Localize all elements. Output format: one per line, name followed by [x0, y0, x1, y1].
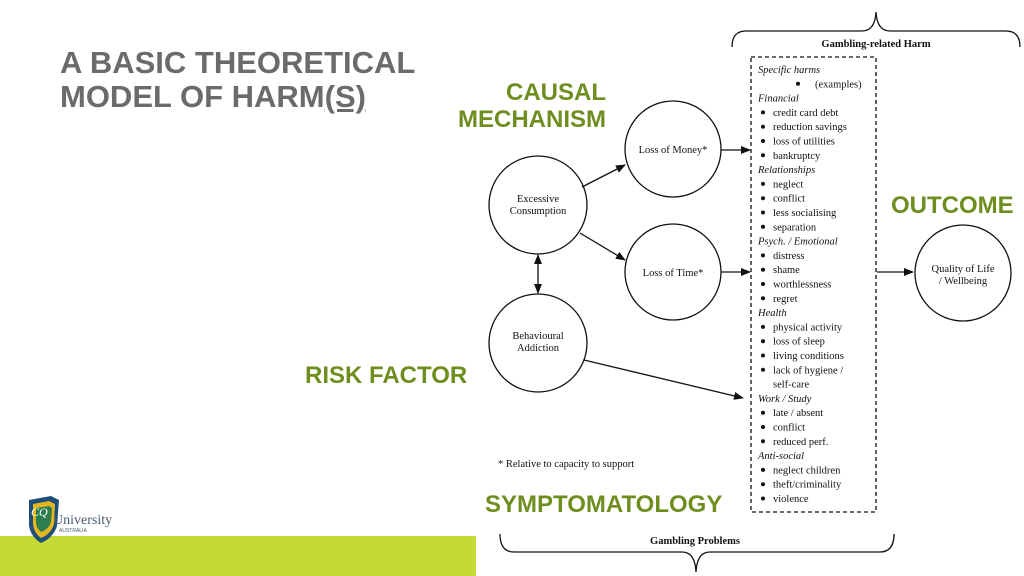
specific-harms-box	[750, 56, 877, 513]
harms-item-5-2: violence	[773, 494, 809, 505]
causal-line-2: MECHANISM	[458, 106, 606, 133]
harms-bullet-3-0	[761, 324, 765, 329]
excessive-consumption-line-1: Excessive	[517, 194, 559, 205]
footer-green-bar	[0, 536, 476, 576]
harms-examples-bullet	[796, 81, 800, 86]
top-bracket-label: Gambling-related Harm	[821, 39, 930, 50]
top-bracket	[731, 11, 1021, 48]
loss-of-money-label: Loss of Money*	[639, 145, 708, 156]
harms-item-0-3: bankruptcy	[773, 151, 821, 162]
harms-bullet-4-2	[761, 439, 765, 444]
harms-bullet-2-2	[761, 282, 765, 286]
slide-title: A BASIC THEORETICAL MODEL OF HARM(S)	[60, 46, 415, 114]
harms-bullet-0-1	[761, 124, 765, 129]
footnote: * Relative to capacity to support	[498, 459, 634, 470]
loss-of-money-node	[624, 100, 722, 198]
arrow-behavioural-to-harms	[583, 359, 744, 400]
harms-bullet-4-0	[761, 410, 765, 415]
logo-cq: CQ	[31, 505, 48, 519]
specific-harms-list: Specific harms (examples) Financial credit …	[757, 65, 862, 505]
harms-item-2-1: shame	[773, 265, 800, 276]
harms-item-1-2: less socialising	[773, 208, 837, 219]
harms-bullet-3-2	[761, 353, 765, 358]
harms-group-5: Anti-social	[757, 451, 804, 462]
harms-item-5-0: neglect children	[773, 465, 841, 476]
harms-bullet-5-1	[761, 482, 765, 487]
harms-bullet-0-3	[761, 153, 765, 158]
logo-australia: AUSTRALIA	[59, 528, 87, 534]
harms-bullet-5-2	[761, 496, 765, 501]
quality-of-life-line-1: Quality of Life	[932, 264, 995, 275]
symptomatology-label: SYMPTOMATOLOGY	[485, 491, 723, 518]
harms-bullet-2-3	[761, 296, 765, 301]
harms-group-4: Work / Study	[758, 394, 812, 405]
harms-group-3: Health	[757, 308, 787, 319]
harms-item-4-2: reduced perf.	[773, 437, 828, 448]
bottom-bracket	[499, 533, 895, 573]
harms-item-3-1: loss of sleep	[773, 337, 825, 348]
behavioural-addiction-node	[488, 293, 588, 393]
cquniversity-logo: CQ University AUSTRALIA	[29, 496, 112, 543]
bottom-bracket-label: Gambling Problems	[650, 536, 740, 547]
harms-bullet-0-0	[761, 110, 765, 115]
excessive-consumption-node	[488, 155, 588, 255]
causal-line-1: CAUSAL	[506, 79, 606, 106]
title-line-2: MODEL OF HARM(S)	[60, 80, 415, 114]
harms-group-1: Relationships	[757, 165, 815, 176]
harms-item-0-2: loss of utilities	[773, 137, 835, 148]
harms-item-5-1: theft/criminality	[773, 480, 842, 491]
harms-heading: Specific harms	[758, 65, 820, 76]
title-line-2-prefix: MODEL OF HARM	[60, 79, 325, 114]
harms-item-2-2: worthlessness	[773, 280, 831, 291]
harms-bullet-2-0	[761, 253, 765, 258]
outcome-label: OUTCOME	[891, 192, 1014, 219]
harms-item-1-1: conflict	[773, 194, 805, 205]
loss-of-time-label: Loss of Time*	[643, 268, 704, 279]
harms-bullet-3-3	[761, 367, 765, 372]
risk-factor-label: RISK FACTOR	[305, 362, 468, 389]
quality-of-life-node	[914, 224, 1012, 322]
harms-item-4-0: late / absent	[773, 408, 823, 419]
arrow-excessive-to-time	[579, 232, 626, 261]
arrow-excessive-to-money	[581, 164, 626, 188]
harms-bullet-1-3	[761, 224, 765, 229]
behavioural-addiction-line-1: Behavioural	[512, 331, 563, 342]
harms-bullet-1-0	[761, 181, 765, 186]
harms-item-3-4: self-care	[773, 380, 809, 391]
quality-of-life-line-2: / Wellbeing	[939, 276, 988, 287]
harms-item-0-1: reduction savings	[773, 122, 847, 133]
causal-mechanism-label: CAUSAL MECHANISM	[448, 79, 606, 133]
logo-university: University	[53, 513, 112, 528]
title-line-2-suffix: (S)	[324, 79, 366, 114]
harms-bullet-5-0	[761, 467, 765, 472]
harms-item-1-0: neglect	[773, 179, 803, 190]
harms-examples-label: (examples)	[815, 79, 862, 90]
behavioural-addiction-line-2: Addiction	[517, 343, 560, 354]
title-line-1: A BASIC THEORETICAL	[60, 45, 416, 80]
harms-item-1-3: separation	[773, 222, 817, 233]
harms-item-3-2: living conditions	[773, 351, 844, 362]
harms-bullet-2-1	[761, 267, 765, 272]
harms-item-0-0: credit card debt	[773, 108, 838, 119]
harms-bullet-0-2	[761, 139, 765, 143]
harms-bullet-4-1	[761, 425, 765, 429]
harms-item-3-0: physical activity	[773, 322, 843, 333]
harms-group-0: Financial	[757, 94, 799, 105]
harms-group-2: Psych. / Emotional	[757, 237, 838, 248]
harms-item-2-3: regret	[773, 294, 798, 305]
harms-bullet-1-1	[761, 196, 765, 201]
harms-item-3-3: lack of hygiene /	[773, 365, 843, 376]
harms-bullet-3-1	[761, 339, 765, 344]
harms-item-2-0: distress	[773, 251, 805, 262]
harms-bullet-1-2	[761, 210, 765, 215]
excessive-consumption-line-2: Consumption	[510, 206, 567, 217]
harms-item-4-1: conflict	[773, 423, 805, 434]
